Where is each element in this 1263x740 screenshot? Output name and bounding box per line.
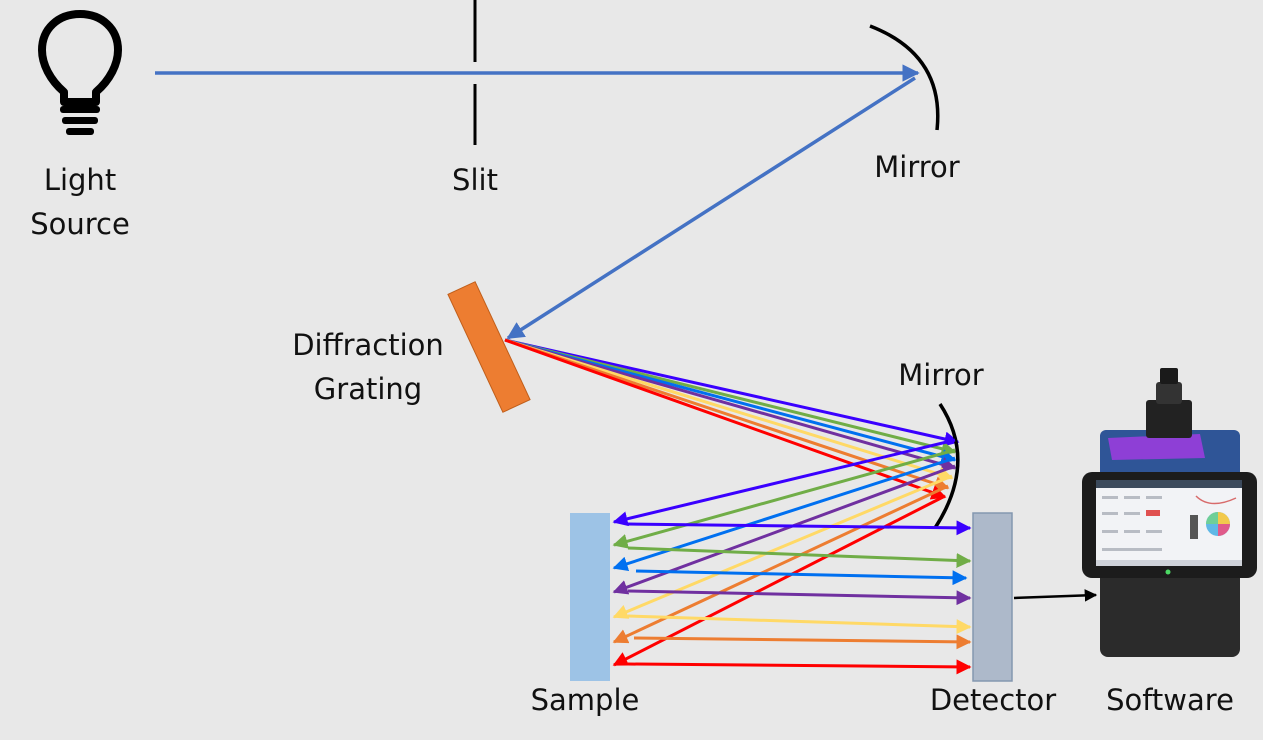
mirror-top-label: Mirror: [874, 150, 960, 184]
software-label: Software: [1106, 683, 1234, 717]
signal-arrow: [1013, 589, 1098, 602]
reflected-beam: [506, 76, 916, 340]
diffraction-grating: [447, 281, 531, 413]
lightbulb-icon: [38, 10, 122, 135]
detector-label: Detector: [930, 683, 1056, 717]
mirror-lower: [933, 403, 960, 529]
mirror-top: [869, 24, 940, 131]
slit-label: Slit: [452, 163, 498, 197]
dispersed-rays: [504, 338, 960, 500]
detector: [972, 512, 1013, 682]
spectrometer-device-icon: [1082, 368, 1257, 657]
diffraction-label-line2: Grating: [314, 372, 422, 406]
diffraction-label-line1: Diffraction: [292, 328, 444, 362]
sample-label: Sample: [531, 683, 640, 717]
mirror-lower-label: Mirror: [898, 358, 984, 392]
transmitted-rays: [627, 520, 972, 675]
sample: [570, 513, 610, 681]
light-source-label-line1: Light: [44, 163, 116, 197]
light-source-label-line2: Source: [30, 207, 130, 241]
